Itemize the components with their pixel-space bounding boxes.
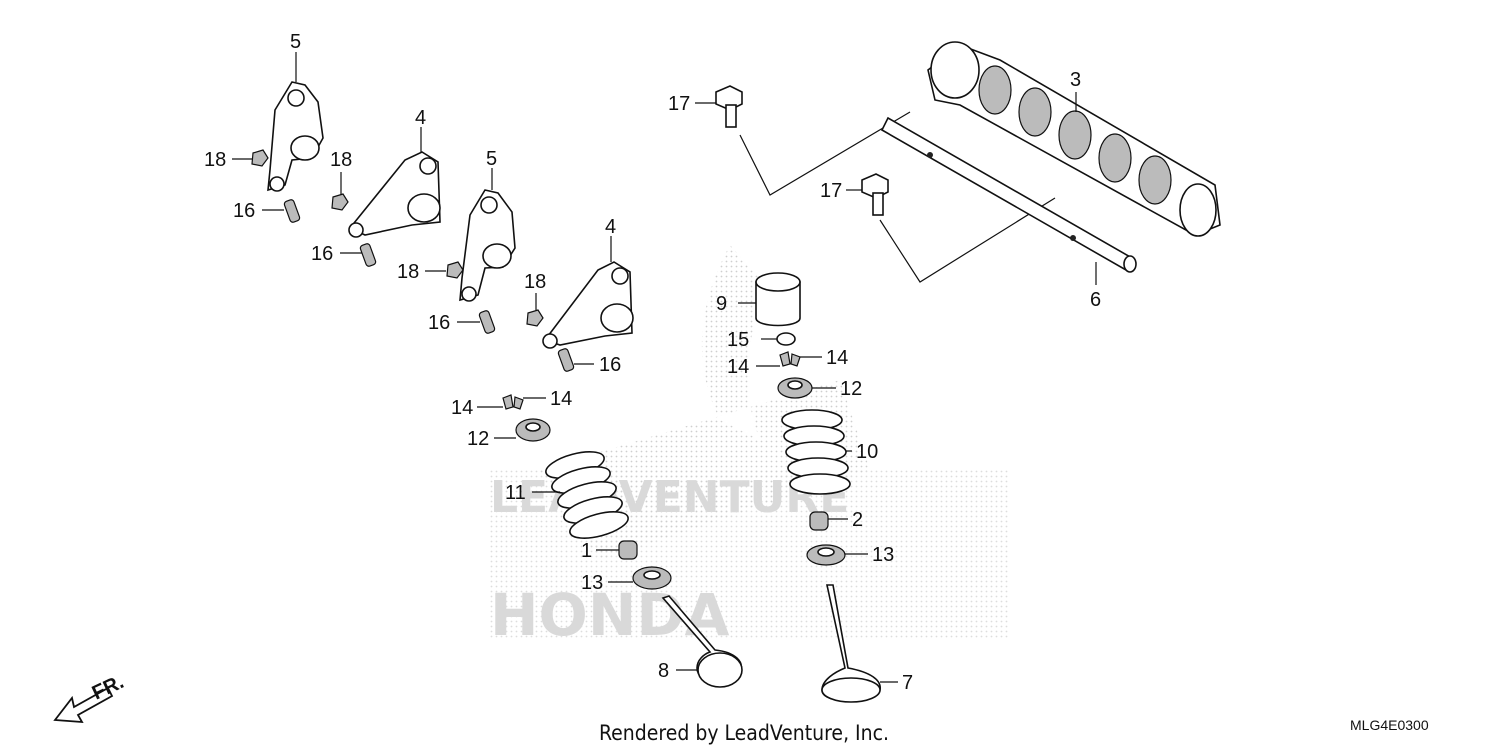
nuts-18: [251, 149, 544, 327]
callout-4-upper: 4: [415, 107, 426, 129]
callout-10: 10: [856, 441, 878, 463]
camshaft-3: [927, 41, 1221, 237]
callout-3: 3: [1070, 69, 1081, 91]
callout-14-b: 14: [826, 347, 848, 369]
watermark-leadventure: LEADVENTURE: [490, 472, 849, 523]
callouts: 5 4 5 4 18 18 18 18 16 16 16 16 17 17 3 …: [204, 31, 1101, 694]
callout-17-upper: 17: [668, 93, 690, 115]
callout-16-c: 16: [428, 312, 450, 334]
stem-seal-2: [809, 511, 829, 531]
callout-5-upper: 5: [290, 31, 301, 53]
rocker-arm-4-lower: [542, 236, 634, 349]
exhaust-valve-7: [821, 584, 881, 703]
stem-seal-1: [618, 540, 638, 560]
callout-leaders: [232, 102, 898, 683]
bolt-17-lower: [861, 173, 889, 216]
bolt-17-upper: [715, 85, 743, 128]
callout-18-c: 18: [397, 261, 419, 283]
front-indicator: FR.: [53, 671, 127, 724]
rocker-arm-5-lower: [459, 168, 516, 302]
callout-4-lower: 4: [605, 216, 616, 238]
callout-14-a: 14: [727, 356, 749, 378]
callout-9: 9: [716, 293, 727, 315]
cotters-14: [502, 351, 801, 410]
spring-seats-13: [632, 544, 846, 590]
shim-15: [776, 332, 796, 346]
callout-16-d: 16: [599, 354, 621, 376]
callout-17-lower: 17: [820, 180, 842, 202]
callout-18-b: 18: [330, 149, 352, 171]
front-arrow-icon: [53, 686, 114, 724]
callout-12-left: 12: [467, 428, 489, 450]
callout-14-d: 14: [550, 388, 572, 410]
watermark: LEADVENTURE HONDA: [490, 245, 1010, 649]
footer-credit: Rendered by LeadVenture, Inc.: [599, 721, 889, 745]
callout-8: 8: [658, 660, 669, 682]
callout-16-b: 16: [311, 243, 333, 265]
rocker-arm-4-upper: [348, 127, 441, 238]
bolt-leader-lines: [739, 111, 1056, 283]
retainers-12: [515, 377, 813, 442]
callout-6: 6: [1090, 289, 1101, 311]
callout-5-lower: 5: [486, 148, 497, 170]
callout-13-left: 13: [581, 572, 603, 594]
valve-lifter-9: [755, 272, 801, 327]
callout-12-right: 12: [840, 378, 862, 400]
rocker-shaft-6: [880, 116, 1137, 285]
callout-15: 15: [727, 329, 749, 351]
callout-18-a: 18: [204, 149, 226, 171]
callout-2: 2: [852, 509, 863, 531]
callout-18-d: 18: [524, 271, 546, 293]
rocker-arm-5-upper: [267, 52, 324, 192]
watermark-honda: HONDA: [490, 581, 730, 649]
callout-13-right: 13: [872, 544, 894, 566]
callout-16-a: 16: [233, 200, 255, 222]
intake-valve-8: [661, 595, 743, 688]
diagram-code: MLG4E0300: [1350, 717, 1429, 733]
callout-1: 1: [581, 540, 592, 562]
valve-spring-11: [545, 451, 629, 539]
callout-7: 7: [902, 672, 913, 694]
callout-14-c: 14: [451, 397, 473, 419]
valve-spring-10: [781, 409, 851, 495]
adjusters-16: [283, 199, 575, 372]
callout-11: 11: [505, 482, 526, 504]
